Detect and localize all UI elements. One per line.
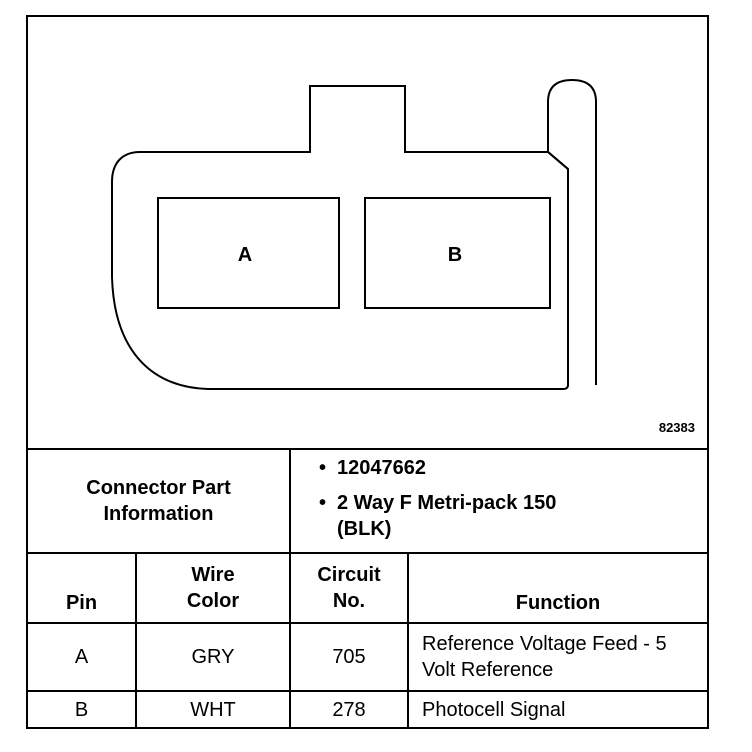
divider xyxy=(135,552,137,729)
divider xyxy=(28,622,707,624)
cavity-a-label: A xyxy=(238,244,252,266)
table-row-circuit-no: 705 xyxy=(332,646,366,668)
part-number: 12047662 xyxy=(313,455,612,481)
table-row-pin: B xyxy=(74,698,89,721)
cavity-b xyxy=(364,197,551,309)
divider xyxy=(28,448,707,450)
lock-finger xyxy=(547,78,597,385)
header-wire-color: Wire Color xyxy=(186,564,240,612)
connector-diagram-frame: A B 82383 Connector Part Information 120… xyxy=(26,15,709,729)
connector-part-info-label: Connector Part Information xyxy=(86,477,231,525)
header-circuit-no: Circuit No. xyxy=(317,564,381,612)
header-function: Function xyxy=(515,592,601,614)
table-row-wire-color: WHT xyxy=(190,698,236,721)
figure-number: 82383 xyxy=(658,420,695,435)
divider xyxy=(289,448,291,554)
cavity-b-label: B xyxy=(448,244,462,266)
connector-type: 2 Way F Metri-pack 150 (BLK) xyxy=(313,490,612,542)
cavity-a xyxy=(157,197,340,309)
header-pin: Pin xyxy=(65,592,98,614)
divider xyxy=(407,552,409,729)
table-row-pin: A xyxy=(74,646,89,668)
table-row-function: Reference Voltage Feed - 5 Volt Referenc… xyxy=(422,633,667,681)
divider xyxy=(28,552,707,554)
table-row-wire-color: GRY xyxy=(191,646,235,668)
latch-tab xyxy=(309,85,406,153)
table-row-circuit-no: 278 xyxy=(332,698,366,721)
table-row-function: Photocell Signal xyxy=(422,698,566,721)
divider xyxy=(28,690,707,692)
connector-outline: A B xyxy=(111,78,597,390)
connector-drawing: A B 82383 xyxy=(28,17,707,448)
divider xyxy=(289,552,291,729)
connector-part-info-values: 12047662 2 Way F Metri-pack 150 (BLK) xyxy=(313,455,703,550)
